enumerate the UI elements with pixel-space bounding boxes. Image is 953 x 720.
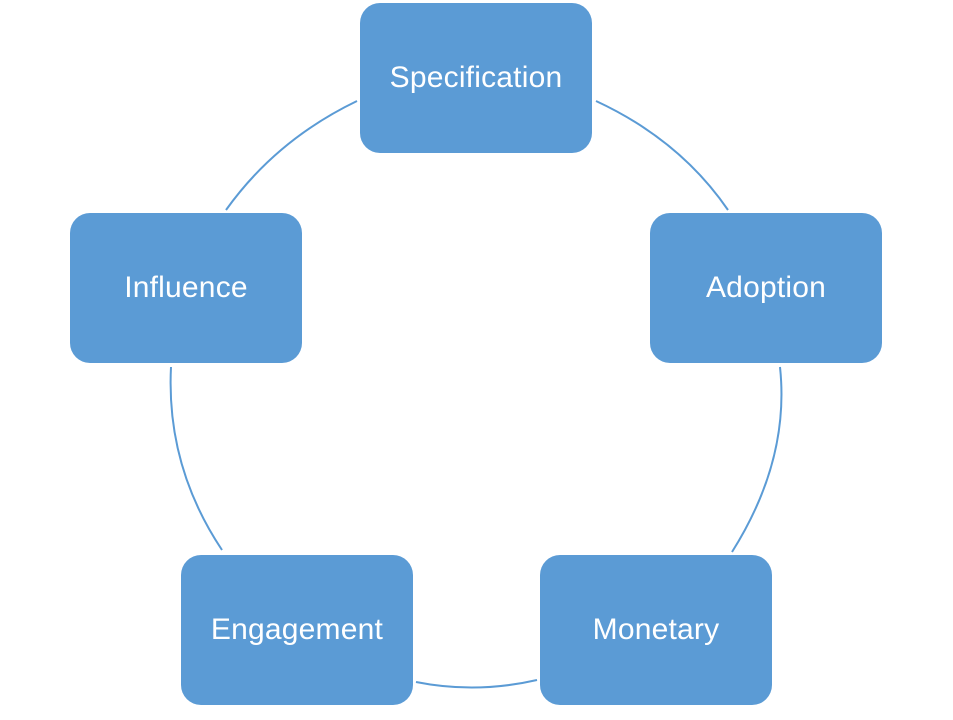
node-influence[interactable]: Influence: [70, 213, 302, 363]
connector-monetary-engagement: [415, 679, 538, 689]
node-engagement-label: Engagement: [210, 613, 384, 646]
node-specification[interactable]: Specification: [360, 3, 592, 153]
connector-adoption-monetary: [731, 366, 783, 553]
node-engagement[interactable]: Engagement: [181, 555, 413, 705]
node-monetary-label: Monetary: [592, 613, 720, 646]
node-influence-label: Influence: [124, 271, 248, 304]
node-monetary[interactable]: Monetary: [540, 555, 772, 705]
connector-influence-specification: [225, 100, 358, 211]
connector-engagement-influence: [169, 366, 223, 551]
node-specification-label: Specification: [389, 61, 563, 94]
connector-specification-adoption: [595, 100, 729, 211]
node-adoption[interactable]: Adoption: [650, 213, 882, 363]
node-adoption-label: Adoption: [705, 271, 827, 304]
